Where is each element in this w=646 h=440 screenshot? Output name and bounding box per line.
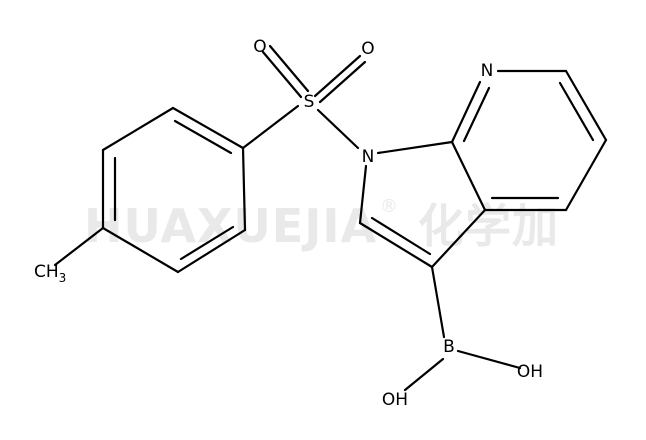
bond-b-oh2 [403, 357, 445, 392]
bond-c3-b [430, 265, 446, 339]
watermark-text: HUAXUEJIA [84, 199, 377, 253]
atom-hydroxyl-2: OH [382, 390, 408, 410]
bond-ring1-d [101, 226, 180, 274]
bond-ring1-e-inner [179, 225, 235, 261]
atom-nitrogen-pyridine: N [481, 61, 494, 81]
bond-c7a-n7-inner [462, 86, 491, 143]
bond-c7a-n7 [450, 80, 482, 144]
methyl-subscript: 3 [59, 271, 67, 285]
bond-c5-c4 [564, 138, 608, 212]
bond-c6-c5-inner [558, 81, 595, 142]
watermark-chinese-text: 化学加 [418, 199, 559, 253]
atom-sulfur: S [304, 92, 315, 112]
atom-oxygen-1: O [253, 37, 266, 57]
methyl-ch: CH [34, 262, 59, 282]
bond-c6-c5 [564, 69, 608, 142]
bond-s-o1-b [268, 44, 310, 93]
atom-methyl: CH3 [34, 262, 66, 285]
bond-ring1-b [101, 106, 175, 152]
bond-s-o1-a [261, 50, 303, 99]
bond-n-c7a [376, 140, 454, 155]
watermark: HUAXUEJIA ® 化学加 [84, 196, 559, 253]
atom-hydroxyl-1: OH [517, 362, 543, 382]
bond-methyl [53, 226, 105, 267]
bond-n-c2 [358, 164, 368, 225]
bond-c3a-c7a [450, 140, 487, 212]
bond-s-n [316, 108, 360, 150]
bond-ring1-a-inner [173, 119, 233, 155]
bond-s-o2-b [318, 60, 367, 104]
atom-oxygen-2: O [361, 39, 374, 59]
bond-s-aryl [241, 104, 300, 150]
bond-c3-c3a [430, 208, 487, 269]
bond-ring1-f [241, 146, 247, 232]
bond-s-o2-a [313, 54, 362, 98]
atom-labels: O O S N N B OH OH CH3 [34, 37, 543, 410]
atom-nitrogen-pyrrole: N [362, 147, 375, 167]
bond-ring1-a [171, 106, 245, 150]
bonds [53, 44, 608, 392]
watermark-registered-mark: ® [380, 196, 398, 217]
bond-ring1-e [176, 228, 247, 274]
bond-c2-c3 [358, 221, 434, 269]
bond-c2-c3-inner [370, 216, 432, 256]
atom-boron: B [443, 337, 455, 357]
bond-b-oh1 [456, 349, 522, 370]
